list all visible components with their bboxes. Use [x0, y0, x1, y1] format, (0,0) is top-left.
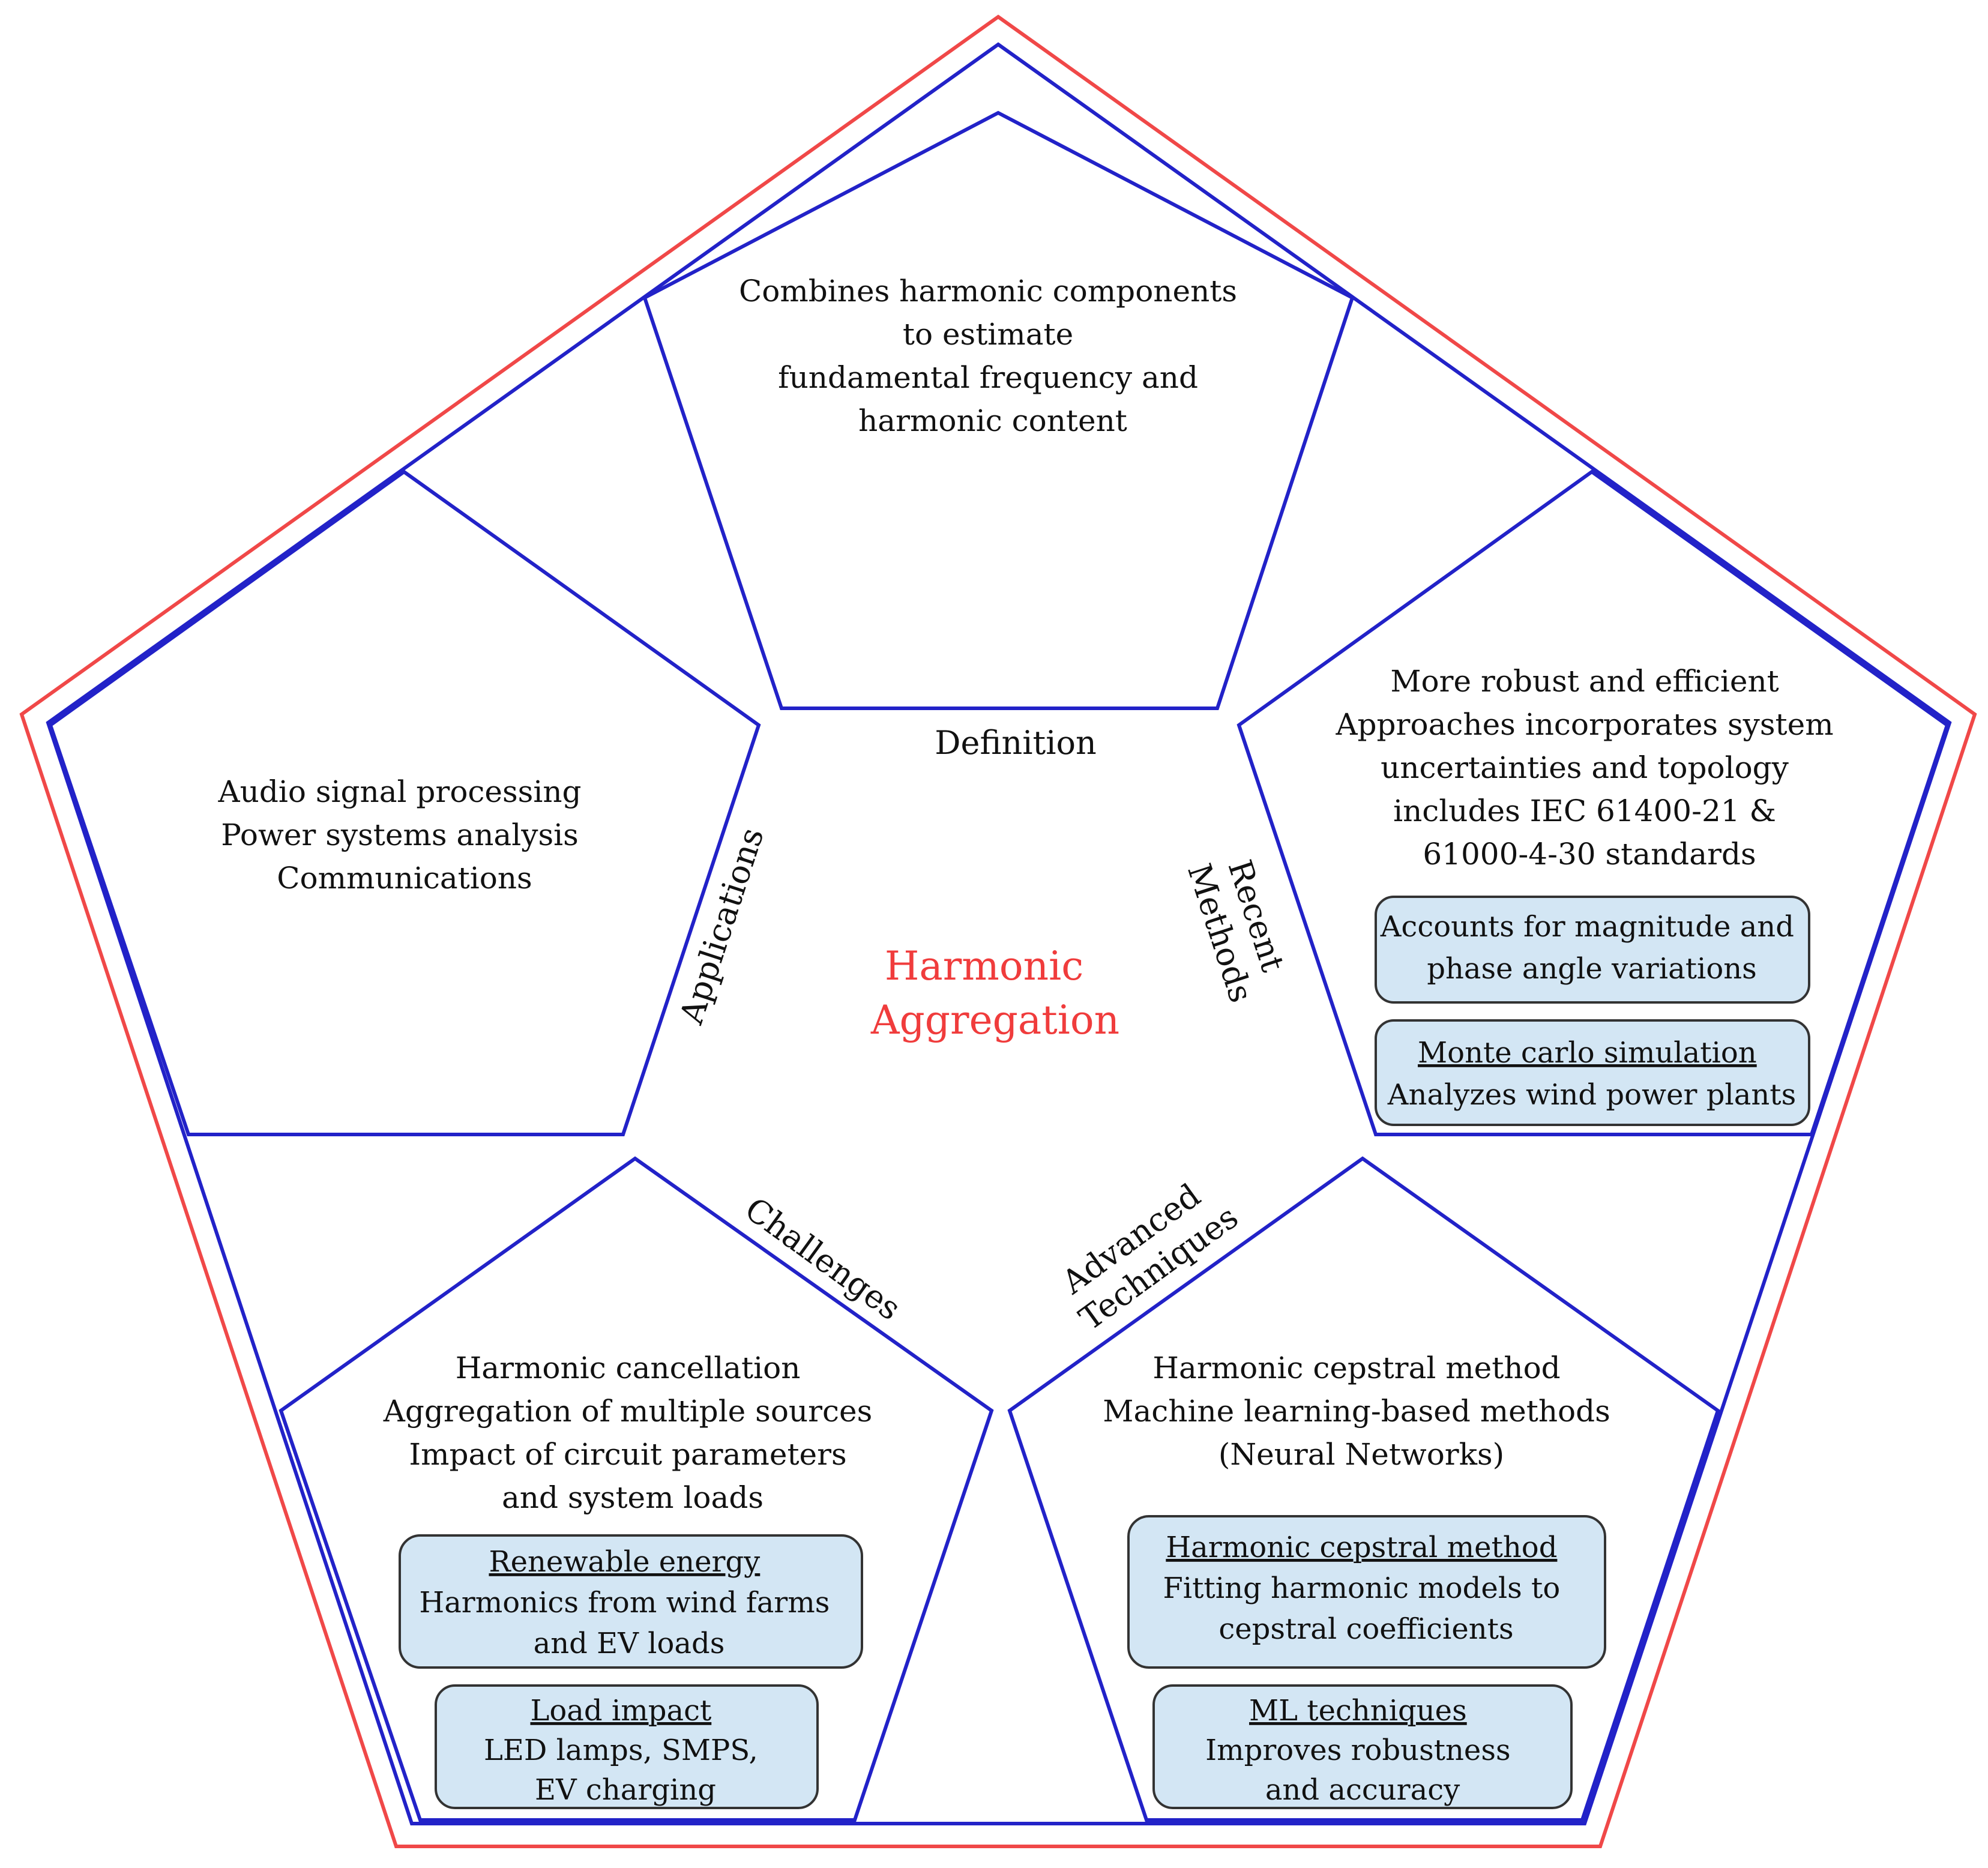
recent-methods-line: More robust and efficient	[1390, 664, 1779, 699]
definition-line: Combines harmonic components	[739, 274, 1237, 309]
svg-text:Renewable energy Harmoni: Renewable energy Harmonics from wind far…	[419, 1545, 839, 1660]
outer-red-pentagon	[19, 14, 1977, 1848]
recent-methods-line: Approaches incorporates system	[1335, 707, 1833, 742]
challenges-line: Aggregation of multiple sources	[383, 1394, 873, 1429]
challenges-pentagon	[279, 1156, 994, 1822]
center-title: Harmonic Aggregation	[870, 943, 1119, 1043]
box-title: Load impact	[530, 1694, 711, 1728]
definition-pentagon	[642, 110, 1355, 710]
challenges-box: Renewable energy Harmonics from wind far…	[399, 1534, 863, 1669]
advanced-techniques-text: Harmonic cepstral method Machine learnin…	[1103, 1351, 1619, 1472]
box-line: phase angle variations	[1427, 952, 1757, 986]
recent-methods-line: includes IEC 61400-21 &	[1393, 794, 1776, 828]
challenges-text: Harmonic cancellation Aggregation of mul…	[383, 1351, 882, 1515]
advanced-techniques-pentagon	[1007, 1156, 1720, 1822]
challenges-box: Load impact LED lamps, SMPS, EV charging	[435, 1684, 819, 1809]
recent-methods-box: Monte carlo simulation Analyzes wind pow…	[1375, 1019, 1810, 1126]
definition-line: to estimate	[903, 317, 1073, 352]
recent-methods-line: uncertainties and topology	[1381, 750, 1789, 785]
challenges-line: and system loads	[502, 1480, 764, 1515]
box-line: and EV loads	[534, 1627, 725, 1660]
challenges-line: Harmonic cancellation	[456, 1351, 801, 1385]
definition-line: harmonic content	[858, 403, 1127, 438]
challenges-label: Challenges	[738, 1190, 908, 1328]
box-title: Harmonic cepstral method	[1166, 1531, 1557, 1564]
advanced-line: Harmonic cepstral method	[1152, 1351, 1560, 1385]
applications-line: Power systems analysis	[221, 818, 578, 852]
applications-line: Audio signal processing	[218, 774, 582, 809]
center-title-line: Aggregation	[870, 997, 1119, 1043]
recent-methods-line: 61000-4-30 standards	[1423, 837, 1756, 872]
advanced-line: Machine learning-based methods	[1103, 1394, 1610, 1429]
box-line: Analyzes wind power plants	[1387, 1078, 1796, 1112]
applications-label: Applications	[672, 823, 771, 1029]
svg-text:Accounts for magnitude and: Accounts for magnitude and phase angle v…	[1380, 910, 1803, 986]
box-line: and accuracy	[1265, 1773, 1460, 1807]
svg-text:ML techniques Improves r: ML techniques Improves robustness and ac…	[1205, 1694, 1520, 1807]
box-line: Improves robustness	[1205, 1734, 1510, 1767]
advanced-techniques-box: Harmonic cepstral method Fitting harmoni…	[1127, 1515, 1606, 1669]
definition-text: Combines harmonic components to estimate…	[739, 274, 1247, 438]
applications-text: Audio signal processing Power systems an…	[218, 774, 591, 896]
box-title: Renewable energy	[489, 1545, 760, 1579]
box-line: Accounts for magnitude and	[1380, 910, 1794, 944]
applications-line: Communications	[277, 861, 532, 896]
center-title-line: Harmonic	[885, 943, 1083, 989]
box-line: Fitting harmonic models to	[1163, 1571, 1560, 1605]
svg-text:Harmonic cepstral method: Harmonic cepstral method Fitting harmoni…	[1163, 1531, 1569, 1646]
definition-label: Definition	[935, 724, 1097, 762]
recent-methods-pentagon	[1236, 469, 1950, 1136]
box-title: Monte carlo simulation	[1418, 1036, 1757, 1070]
recent-methods-label: Recent Methods	[1180, 847, 1298, 1007]
advanced-line: (Neural Networks)	[1218, 1437, 1504, 1472]
recent-methods-text: More robust and efficient Approaches inc…	[1335, 664, 1843, 872]
box-line: Harmonics from wind farms	[419, 1586, 830, 1619]
advanced-techniques-box: ML techniques Improves robustness and ac…	[1152, 1684, 1573, 1809]
svg-text:Load impact LED lamps, S: Load impact LED lamps, SMPS, EV charging	[484, 1694, 767, 1807]
applications-pentagon	[48, 469, 761, 1136]
box-line: LED lamps, SMPS,	[484, 1734, 758, 1767]
box-line: cepstral coefficients	[1218, 1612, 1513, 1646]
box-title: ML techniques	[1249, 1694, 1467, 1728]
challenges-line: Impact of circuit parameters	[409, 1437, 846, 1472]
definition-line: fundamental frequency and	[778, 360, 1198, 395]
box-line: EV charging	[535, 1773, 716, 1807]
recent-methods-box: Accounts for magnitude and phase angle v…	[1375, 896, 1810, 1004]
svg-text:Monte carlo simulation: Monte carlo simulation Analyzes wind pow…	[1387, 1036, 1796, 1112]
outer-blue-pentagon	[46, 42, 1952, 1825]
